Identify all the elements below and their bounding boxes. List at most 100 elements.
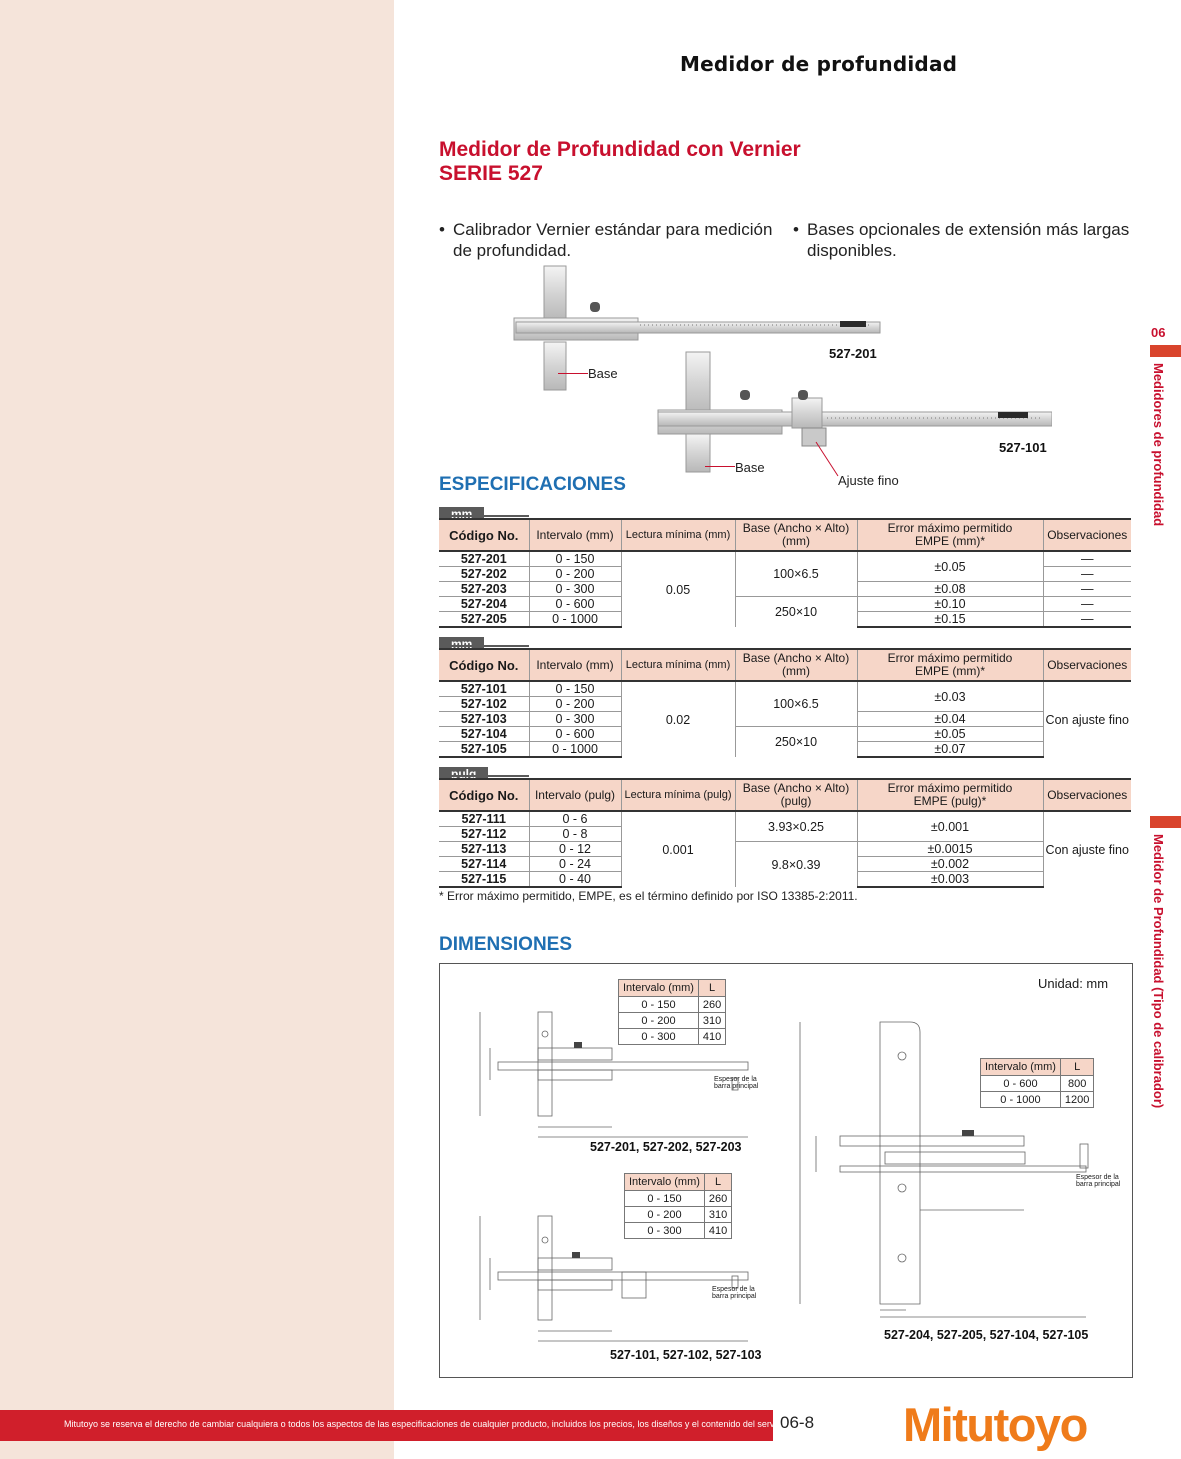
bullet-2-line1: Bases opcionales de extensión más largas bbox=[807, 220, 1130, 239]
callout-line-base-2 bbox=[705, 466, 735, 467]
cell-error: ±0.003 bbox=[856, 871, 1043, 888]
page-number: 06-8 bbox=[780, 1413, 815, 1432]
th-error-line2: EMPE (pulg)* bbox=[913, 794, 987, 808]
side-tab-marker-2 bbox=[1150, 816, 1181, 828]
cell-remark: — bbox=[1042, 611, 1131, 628]
th-code: Código No. bbox=[439, 648, 529, 682]
th-error-line1: Error máximo permitido bbox=[887, 781, 1013, 795]
cell-remark: — bbox=[1042, 550, 1131, 567]
cell-error: ±0.0015 bbox=[856, 841, 1043, 857]
cell-range: 0 - 6 bbox=[528, 810, 621, 827]
cell-base: 3.93×0.25 bbox=[734, 810, 857, 842]
dim-caption-2: 527-101, 527-102, 527-103 bbox=[610, 1348, 762, 1362]
beam-thickness-label-3: Espesor de la barra principal bbox=[1076, 1174, 1121, 1188]
footnote: * Error máximo permitido, EMPE, es el té… bbox=[439, 889, 858, 903]
dim-caption-1: 527-201, 527-202, 527-203 bbox=[590, 1140, 742, 1154]
callout-fine-adjust: Ajuste fino bbox=[838, 473, 899, 488]
cell-range: 0 - 8 bbox=[528, 826, 621, 842]
mini-cell: 800 bbox=[1059, 1075, 1095, 1092]
callout-base-2: Base bbox=[735, 460, 765, 475]
cell-remark: Con ajuste fino bbox=[1042, 680, 1131, 757]
cell-code: 527-111 bbox=[439, 810, 529, 827]
mini-th-range: Intervalo (mm) bbox=[980, 1058, 1061, 1076]
th-resolution: Lectura mínima (pulg) bbox=[620, 778, 735, 812]
left-margin-panel bbox=[0, 0, 394, 1459]
callout-line-base-1 bbox=[558, 373, 588, 374]
feature-bullet-2: • Bases opcionales de extensión más larg… bbox=[793, 220, 1130, 260]
unit-tab-3-label: pulg bbox=[439, 767, 489, 781]
unit-tab-2-label: mm bbox=[439, 637, 485, 651]
bullet-2-line2: disponibles. bbox=[807, 241, 897, 260]
th-range: Intervalo (mm) bbox=[528, 648, 621, 682]
mini-cell: 0 - 150 bbox=[624, 1190, 705, 1207]
mini-cell: 1200 bbox=[1059, 1091, 1095, 1108]
cell-range: 0 - 300 bbox=[528, 581, 621, 597]
cell-remark: — bbox=[1042, 566, 1131, 582]
th-error-line2: EMPE (mm)* bbox=[915, 534, 985, 548]
spec-table-1-header: Código No. Intervalo (mm) Lectura mínima… bbox=[439, 518, 1131, 552]
dim-caption-3: 527-204, 527-205, 527-104, 527-105 bbox=[884, 1328, 1089, 1342]
cell-base: 100×6.5 bbox=[734, 550, 857, 597]
th-base-line2: (pulg) bbox=[780, 794, 812, 808]
unit-tab-2: mm bbox=[439, 633, 529, 651]
cell-range: 0 - 1000 bbox=[528, 741, 621, 758]
cell-error: ±0.04 bbox=[856, 711, 1043, 727]
th-error-line2: EMPE (mm)* bbox=[915, 664, 985, 678]
cell-range: 0 - 40 bbox=[528, 871, 621, 888]
product-title: Medidor de Profundidad con Vernier SERIE… bbox=[439, 138, 801, 186]
spec-table-2: Código No. Intervalo (mm) Lectura mínima… bbox=[439, 648, 1131, 758]
cell-code: 527-204 bbox=[439, 596, 529, 612]
cell-code: 527-101 bbox=[439, 680, 529, 697]
cell-code: 527-205 bbox=[439, 611, 529, 628]
unit-tab-3: pulg bbox=[439, 763, 529, 781]
side-tab-label-1: Medidores de profundidad bbox=[1151, 363, 1166, 527]
footer-disclaimer: Mitutoyo se reserva el derecho de cambia… bbox=[64, 1419, 858, 1429]
th-base: Base (Ancho × Alto)(mm) bbox=[734, 648, 857, 682]
cell-error: ±0.03 bbox=[856, 680, 1043, 712]
cell-error: ±0.002 bbox=[856, 856, 1043, 872]
th-base-line1: Base (Ancho × Alto) bbox=[742, 651, 850, 665]
dimension-drawing-3 bbox=[799, 1021, 1089, 1318]
callout-base-1: Base bbox=[588, 366, 618, 381]
mini-cell: 0 - 300 bbox=[624, 1222, 705, 1239]
cell-resolution: 0.001 bbox=[620, 810, 735, 887]
mini-cell: 260 bbox=[697, 996, 727, 1013]
page-heading: Medidor de profundidad bbox=[680, 52, 958, 76]
cell-range: 0 - 12 bbox=[528, 841, 621, 857]
spec-section-title: ESPECIFICACIONES bbox=[439, 474, 626, 495]
cell-error: ±0.001 bbox=[856, 810, 1043, 842]
cell-resolution: 0.02 bbox=[620, 680, 735, 757]
cell-code: 527-202 bbox=[439, 566, 529, 582]
cell-code: 527-113 bbox=[439, 841, 529, 857]
th-base-line1: Base (Ancho × Alto) bbox=[742, 781, 850, 795]
cell-code: 527-102 bbox=[439, 696, 529, 712]
bullet-1-line1: Calibrador Vernier estándar para medició… bbox=[453, 220, 773, 239]
cell-code: 527-203 bbox=[439, 581, 529, 597]
th-base: Base (Ancho × Alto)(pulg) bbox=[734, 778, 857, 812]
mini-th-L: L bbox=[1059, 1058, 1095, 1076]
beam-thickness-label-2: Espesor de la barra principal bbox=[712, 1286, 757, 1300]
cell-code: 527-112 bbox=[439, 826, 529, 842]
footer-bar bbox=[0, 1410, 773, 1441]
cell-error: ±0.08 bbox=[856, 581, 1043, 597]
th-remarks: Observaciones bbox=[1042, 778, 1131, 812]
mini-th-range: Intervalo (mm) bbox=[618, 979, 699, 997]
th-remarks: Observaciones bbox=[1042, 648, 1131, 682]
feature-bullet-1: • Calibrador Vernier estándar para medic… bbox=[439, 220, 773, 260]
th-range: Intervalo (pulg) bbox=[528, 778, 621, 812]
cell-range: 0 - 300 bbox=[528, 711, 621, 727]
